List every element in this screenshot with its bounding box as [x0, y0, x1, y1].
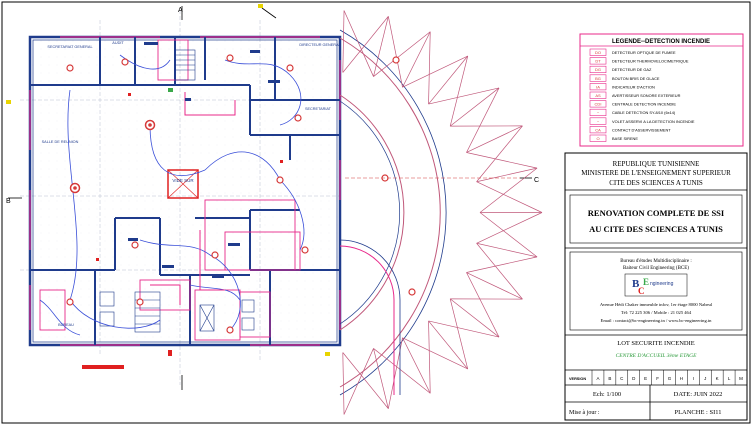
logo-letter-b: B: [632, 278, 640, 290]
legend-title: LEGENDE--DETECTION INCENDIE: [612, 39, 710, 45]
legend-panel: LEGENDE--DETECTION INCENDIE DO DETECTEUR …: [579, 33, 744, 147]
legend-label: AVERTISSEUR SONORE EXTERIEUR: [612, 93, 681, 98]
legend-label: DETECTEUR OPTIQUE DE FUMEE: [612, 50, 676, 55]
floor-plan: VIDE SUR SECRETARIAT GENERAL AUDIT DIREC…: [6, 4, 539, 390]
manual-call-points: [82, 93, 283, 369]
project-title-2: AU CITE DES SCIENCES A TUNIS: [589, 224, 723, 234]
legend-row: AS AVERTISSEUR SONORE EXTERIEUR: [589, 91, 681, 99]
smoke-detectors: [66, 54, 309, 334]
version-cell: F: [656, 376, 659, 381]
legend-symbol: AS: [595, 93, 601, 98]
scale-label: Ech: 1/100: [593, 391, 621, 398]
project-title-1: RENOVATION COMPLETE DE SSI: [588, 208, 725, 218]
room-labels: SECRETARIAT GENERAL AUDIT DIRECTEUR GENE…: [42, 41, 341, 327]
version-cell: I: [693, 376, 694, 381]
logo-letter-e: E: [643, 277, 649, 287]
version-cell: B: [608, 376, 611, 381]
legend-symbol: DT: [595, 59, 601, 64]
legend-symbol: IA: [596, 84, 600, 89]
bureau-line-2: Baiteur Civil Engineering (BCE): [623, 266, 689, 271]
logo-text: ngineering: [650, 281, 674, 287]
bus-line: [150, 92, 236, 305]
room-label-secretariat-general: SECRETARIAT GENERAL: [47, 45, 92, 49]
title-block: REPUBLIQUE TUNISIENNE MINISTERE DE L'ENS…: [564, 152, 748, 421]
legend-symbol: BG: [595, 76, 601, 81]
bureau-phone: Tél: 72 225 306 / Mobile : 21 025 464: [621, 310, 692, 315]
org-line-2: MINISTERE DE L'ENSEIGNEMENT SUPERIEUR: [581, 169, 731, 177]
room-label-secretariat: SECRETARIAT: [305, 107, 332, 111]
logo-letter-c: C: [638, 286, 645, 296]
lot-label: LOT SECURITE INCENDIE: [617, 340, 695, 347]
version-cell: L: [728, 376, 731, 381]
legend-symbol: ~: [597, 119, 600, 124]
legend-label: DETECTEUR THERMOVELOCIMETRIQUE: [612, 59, 689, 64]
bureau-address: Avenue Hédi Chaker immeuble infov, 1er é…: [600, 302, 713, 308]
legend-row: CDI CENTRALE DETECTION INCENDIE: [589, 100, 676, 108]
legend-symbol: DO: [595, 50, 601, 55]
version-cell: D: [632, 376, 636, 381]
legend-row: ~ VOLET ASSERVI A LA DETECTION INCENDIE: [589, 117, 695, 125]
section-markers: A B C: [6, 4, 539, 390]
vide-sur-label: VIDE SUR: [172, 178, 194, 183]
action-indicators: [128, 42, 280, 278]
legend-row: ~ CABLE DETECTION SY-8/10 (6x14): [589, 108, 676, 116]
version-cell: J: [704, 376, 706, 381]
legend-symbol: CA: [595, 127, 601, 132]
room-label-bureau: BUREAU: [58, 323, 74, 327]
legend-row: DO DETECTEUR OPTIQUE DE FUMEE: [589, 48, 676, 56]
central-panel: [168, 88, 173, 92]
legend-row: DG DETECTEUR DE GAZ: [589, 65, 652, 73]
org-line-1: REPUBLIQUE TUNISIENNE: [613, 160, 700, 168]
legend-row: BG BOUTON BRIS DE GLACE: [589, 74, 660, 82]
version-cell: C: [620, 376, 624, 381]
section-mark-a: A: [178, 7, 183, 14]
version-label: VERSION: [569, 377, 586, 381]
drawing-name: CENTRE D'ACCUEIL 3ème ETAGE: [616, 353, 698, 359]
stair-core: [99, 49, 255, 333]
bureau-line-1: Bureau d'études Multidisciplinaire :: [620, 259, 692, 264]
version-cell: E: [644, 376, 647, 381]
legend-row: O BASE SIRENE: [589, 134, 638, 142]
bureau-email: Email : contact@bc-engineering.tn / www.…: [601, 318, 713, 323]
legend-row: IA INDICATEUR D'ACTION: [589, 83, 655, 91]
room-label-directeur-general: DIRECTEUR GENERAL: [299, 43, 340, 47]
legend-label: CONTACT D'ASSERVISSEMENT: [612, 127, 671, 132]
section-mark-c: C: [534, 177, 539, 184]
legend-row: CA CONTACT D'ASSERVISSEMENT: [589, 126, 671, 134]
legend-symbol: CDI: [595, 102, 602, 107]
legend-symbol: O: [596, 136, 599, 141]
room-label-salle-reunion: SALLE DE REUNION: [42, 140, 79, 144]
version-cell: H: [680, 376, 683, 381]
update-label: Mise à jour :: [569, 410, 600, 416]
version-cell: M: [739, 376, 743, 381]
bce-logo: B C E ngineering: [624, 273, 688, 297]
room-label-audit: AUDIT: [112, 41, 124, 45]
legend-label: DETECTEUR DE GAZ: [612, 67, 652, 72]
sheet-number: PLANCHE : SI11: [674, 409, 721, 416]
legend-label: INDICATEUR D'ACTION: [612, 84, 655, 89]
legend-label: VOLET ASSERVI A LA DETECTION INCENDIE: [612, 119, 695, 124]
org-line-3: CITE DES SCIENCES A TUNIS: [609, 179, 703, 187]
legend-label: CENTRALE DETECTION INCENDIE: [612, 102, 676, 107]
arched-truss: [339, 10, 543, 415]
version-cell: G: [668, 376, 672, 381]
version-cell: K: [716, 376, 719, 381]
version-cell: A: [596, 376, 599, 381]
detection-cable-loops: [39, 54, 305, 336]
date-label: DATE: JUIN 2022: [674, 391, 723, 398]
legend-label: BOUTON BRIS DE GLACE: [612, 76, 660, 81]
window-strips: [29, 36, 341, 346]
section-mark-b: B: [6, 198, 11, 205]
legend-label: CABLE DETECTION SY-8/10 (6x14): [612, 110, 676, 115]
legend-symbol: ~: [597, 110, 600, 115]
legend-row: DT DETECTEUR THERMOVELOCIMETRIQUE: [589, 57, 689, 65]
legend-label: BASE SIRENE: [612, 136, 638, 141]
legend-symbol: DG: [595, 67, 601, 72]
